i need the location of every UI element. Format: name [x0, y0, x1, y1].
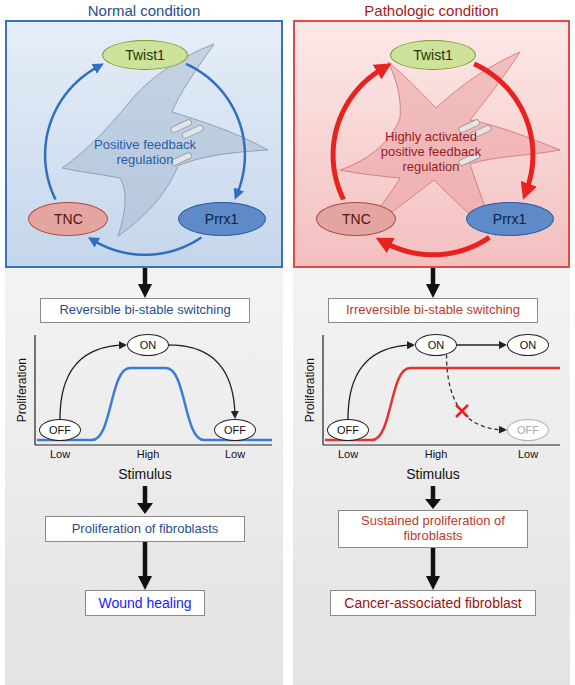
chart-axis: [323, 444, 560, 445]
block-mark: [456, 405, 468, 417]
lower-panel: [293, 268, 570, 685]
flow-arrow: [143, 542, 148, 580]
feedback-arrow: [474, 64, 533, 189]
gene-name: TNC: [342, 211, 371, 227]
flow-arrow: [431, 548, 436, 580]
fiber-rod: [181, 124, 203, 139]
state-text: OFF: [224, 424, 246, 437]
feedback-arrow: [45, 67, 97, 199]
stimulus-arrow: [143, 486, 148, 504]
gene-ellipse: Prrx1: [178, 202, 266, 236]
box-text: Cancer-associated fibroblast: [344, 595, 521, 611]
box-text: Reversible bi-stable switching: [59, 303, 230, 318]
switching-curve: [325, 368, 560, 440]
box-text: Proliferation of fibroblasts: [72, 522, 219, 537]
axis-tick: Low: [468, 448, 575, 461]
chart-axis: [34, 335, 35, 445]
axis-label: Proliferation: [303, 330, 317, 450]
state-text: OFF: [49, 424, 71, 437]
state-text: OFF: [517, 424, 539, 437]
gene-ellipse: Twist1: [102, 40, 188, 70]
gene-ellipse: TNC: [28, 202, 108, 236]
condition-panel: Normal conditionPositive feedback regula…: [5, 20, 283, 268]
switching-box: Irreversible bi-stable switching: [328, 298, 538, 323]
state-ellipse: OFF: [327, 419, 369, 441]
panel-caption: Positive feedback regulation: [85, 138, 205, 168]
feedback-arrow: [386, 237, 489, 254]
stimulus-arrow: [137, 503, 153, 514]
process-box: Proliferation of fibroblasts: [45, 516, 245, 542]
condition-panel: Pathologic conditionHighly activated pos…: [293, 20, 570, 268]
panel-heading: Pathologic condition: [295, 2, 568, 19]
flow-arrow: [143, 268, 148, 288]
feedback-arrow: [333, 69, 381, 199]
process-box: Sustained proliferation of fibroblasts: [338, 510, 528, 548]
feedback-arrow: [95, 237, 202, 254]
gene-name: TNC: [54, 211, 83, 227]
box-text: Sustained proliferation of fibroblasts: [358, 514, 508, 544]
state-text: ON: [428, 339, 445, 352]
axis-tick: Low: [175, 448, 295, 461]
box-text: Irreversible bi-stable switching: [346, 303, 520, 318]
gene-name: Twist1: [125, 47, 165, 63]
gene-ellipse: TNC: [316, 202, 396, 236]
chart-axis: [322, 335, 323, 445]
stimulus-text: Stimulus: [85, 466, 205, 483]
gene-ellipse: Twist1: [390, 40, 476, 70]
axis-tick: Low: [0, 448, 120, 461]
gene-ellipse: Prrx1: [466, 202, 554, 236]
panel-caption: Highly activated positive feedback regul…: [369, 130, 493, 175]
state-text: ON: [140, 339, 157, 352]
switching-curve: [37, 368, 272, 440]
axis-tick: High: [376, 448, 496, 461]
state-text: OFF: [337, 424, 359, 437]
chart-axis: [35, 444, 272, 445]
axis-tick: Low: [288, 448, 408, 461]
outcome-box: Cancer-associated fibroblast: [330, 590, 536, 616]
state-ellipse: OFF: [214, 419, 256, 441]
stimulus-arrow: [431, 486, 436, 500]
state-ellipse: ON: [507, 334, 549, 356]
transition-arrow: [169, 345, 235, 413]
state-ellipse: ON: [127, 334, 169, 356]
blocked-transition-arrow: [447, 355, 502, 430]
panel-fill: [293, 20, 570, 268]
transition-arrow: [457, 344, 501, 345]
state-ellipse: OFF: [39, 419, 81, 441]
flow-arrow: [431, 268, 436, 288]
block-cross: [456, 405, 468, 417]
outcome-box: Wound healing: [85, 590, 205, 616]
stimulus-arrow: [425, 499, 441, 509]
axis-tick: High: [88, 448, 208, 461]
gene-name: Prrx1: [205, 211, 238, 227]
state-ellipse: ON: [415, 334, 457, 356]
stimulus-text: Stimulus: [373, 466, 493, 483]
switching-box: Reversible bi-stable switching: [40, 298, 250, 323]
lower-panel: [5, 268, 283, 685]
gene-name: Prrx1: [493, 211, 526, 227]
transition-arrow: [348, 345, 409, 419]
transition-arrow: [60, 345, 121, 419]
gene-name: Twist1: [413, 47, 453, 63]
panel-heading: Normal condition: [7, 2, 281, 19]
panel-fill: [5, 20, 283, 268]
state-text: ON: [520, 339, 537, 352]
block-cross: [456, 405, 468, 417]
axis-label: Proliferation: [15, 330, 29, 450]
state-ellipse: OFF: [507, 419, 549, 441]
box-text: Wound healing: [98, 595, 191, 611]
feedback-arrow: [186, 64, 245, 193]
